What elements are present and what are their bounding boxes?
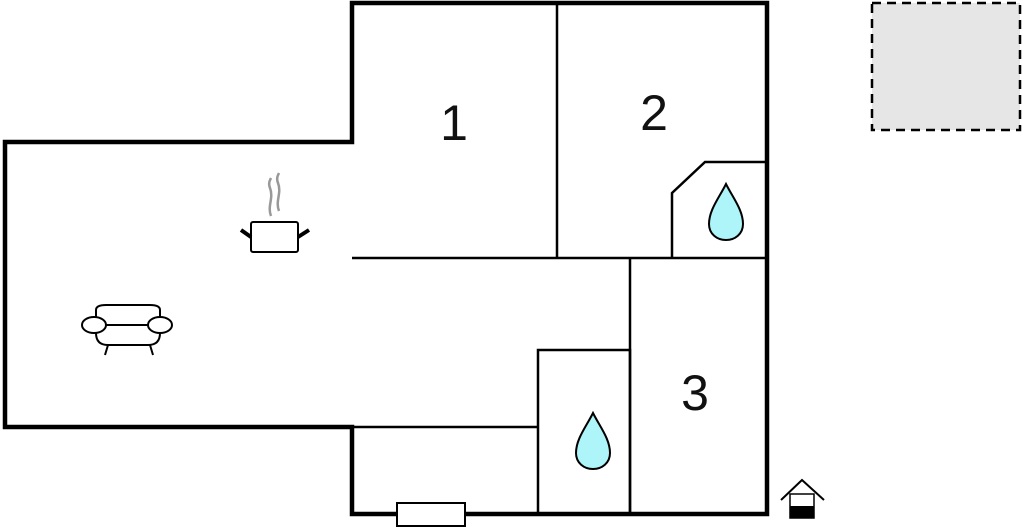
water-drop-icon xyxy=(574,410,612,471)
interior-walls xyxy=(352,3,767,516)
sofa-icon xyxy=(81,304,173,356)
exterior-walls xyxy=(2,0,770,517)
outdoor-area xyxy=(870,1,1022,132)
room-1-label: 1 xyxy=(440,95,468,151)
room-2-label: 2 xyxy=(640,85,668,141)
room-3-label: 3 xyxy=(681,365,709,421)
entrance-house-icon xyxy=(780,478,825,519)
window xyxy=(396,502,466,527)
water-drop-icon xyxy=(707,181,745,242)
kitchen-pot-icon xyxy=(239,172,311,253)
